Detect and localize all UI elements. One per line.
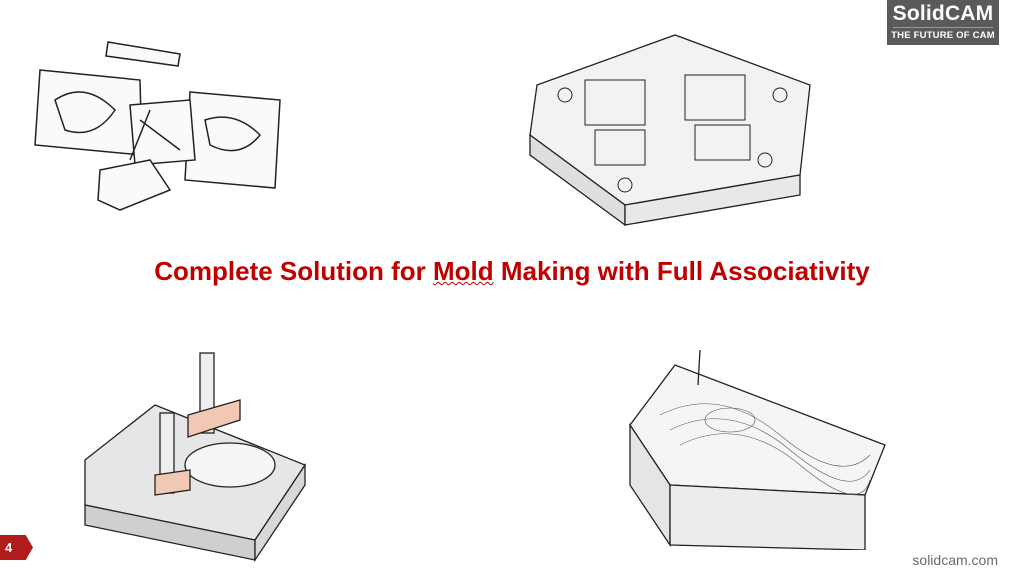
mold-base-illustration <box>529 34 811 227</box>
title-text-start: Complete Solution for <box>154 256 433 286</box>
solidcam-logo: SolidCAM THE FUTURE OF CAM <box>887 0 999 45</box>
mold-split-illustration <box>34 41 281 211</box>
slide-title: Complete Solution for Mold Making with F… <box>0 256 1024 287</box>
logo-name: SolidCAM <box>892 2 994 25</box>
logo-tagline: THE FUTURE OF CAM <box>891 30 995 41</box>
title-text-end: Making with Full Associativity <box>493 256 870 286</box>
toolpath-block-illustration <box>629 349 886 550</box>
title-highlight-word: Mold <box>433 256 494 286</box>
page-number-badge: 4 <box>0 535 33 560</box>
logo-divider <box>893 27 993 28</box>
electrode-mold-illustration <box>84 352 306 563</box>
footer-website: solidcam.com <box>912 552 998 568</box>
